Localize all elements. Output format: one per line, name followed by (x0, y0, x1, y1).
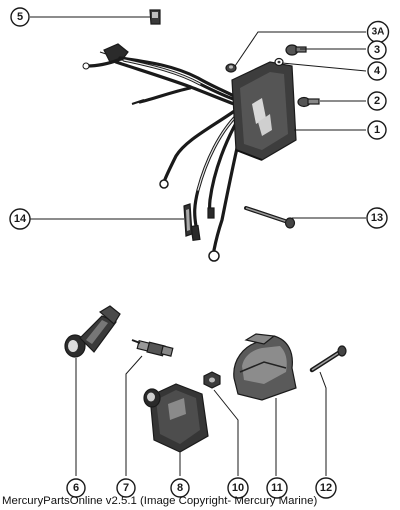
part-14-terminal (183, 203, 193, 237)
part-4-washer (274, 57, 284, 67)
svg-text:11: 11 (271, 482, 283, 494)
callout-5[interactable]: 5 (10, 7, 30, 27)
part-13-bolt (244, 206, 296, 229)
part-3-screw (285, 44, 307, 56)
part-3a-nut (225, 63, 237, 73)
callout-3[interactable]: 3 (367, 40, 387, 60)
svg-text:10: 10 (232, 482, 244, 494)
callout-13[interactable]: 13 (366, 207, 388, 229)
part-7-spark-plug (131, 339, 174, 357)
svg-text:8: 8 (177, 482, 183, 494)
part-11-clamp (233, 333, 297, 401)
part-1-switch-box (231, 61, 297, 161)
callout-4[interactable]: 4 (367, 61, 387, 81)
callout-7[interactable]: 7 (116, 478, 136, 498)
callout-11[interactable]: 11 (266, 477, 288, 499)
svg-text:13: 13 (371, 212, 383, 224)
callout-2[interactable]: 2 (367, 91, 387, 111)
svg-text:3A: 3A (372, 27, 385, 38)
svg-text:12: 12 (320, 482, 332, 494)
svg-text:7: 7 (123, 482, 129, 494)
svg-text:5: 5 (17, 11, 23, 23)
copyright-caption: MercuryPartsOnline v2.5.1 (Image Copyrig… (2, 495, 318, 507)
callout-10[interactable]: 10 (227, 477, 249, 499)
svg-text:2: 2 (374, 95, 380, 107)
callout-14[interactable]: 14 (9, 208, 31, 230)
part-12-bolt (309, 345, 347, 373)
part-5-clip (149, 9, 161, 25)
svg-text:6: 6 (73, 482, 79, 494)
svg-text:14: 14 (14, 213, 27, 225)
leader-lines (30, 16, 367, 476)
callout-3a[interactable]: 3A (366, 20, 390, 44)
svg-text:4: 4 (374, 65, 381, 77)
part-2-screw (297, 96, 320, 108)
callout-1[interactable]: 1 (367, 120, 387, 140)
wire-harness (82, 43, 246, 262)
part-8-coil (143, 383, 209, 453)
callout-12[interactable]: 12 (315, 477, 337, 499)
svg-text:3: 3 (374, 44, 380, 56)
svg-text:1: 1 (374, 124, 380, 136)
part-10-nut (203, 371, 221, 389)
part-6-spark-plug-boot (64, 305, 121, 358)
callout-8[interactable]: 8 (170, 478, 190, 498)
callout-6[interactable]: 6 (66, 478, 86, 498)
